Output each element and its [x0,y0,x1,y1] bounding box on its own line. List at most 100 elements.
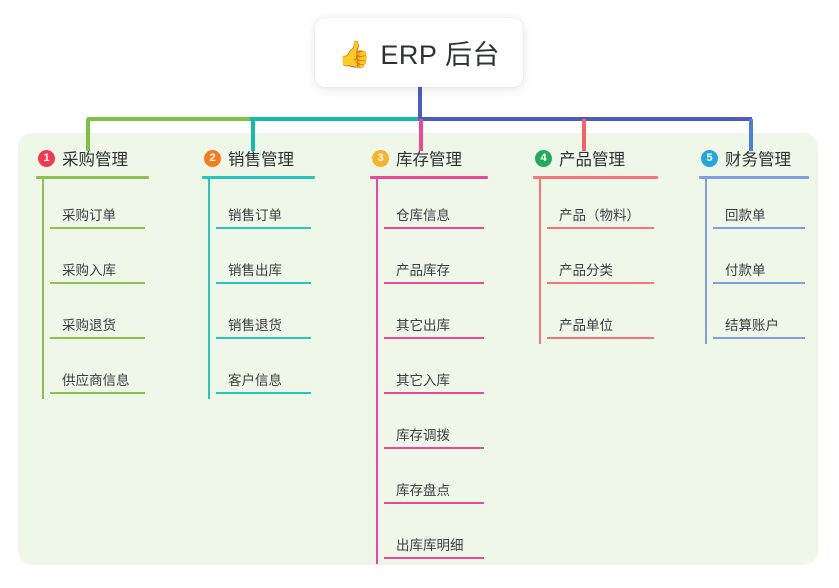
leaf-item-underline [547,227,654,229]
leaf-item-underline [547,282,654,284]
leaf-item-label: 其它出库 [396,318,450,333]
branch-title-4: 产品管理 [559,151,625,169]
leaf-item[interactable]: 销售退货 [216,289,315,344]
leaf-item-label: 采购退货 [62,318,116,333]
leaf-item[interactable]: 销售出库 [216,234,315,289]
branch-stub-2 [251,119,255,151]
branch-leaf-list-4: 产品（物料） 产品分类产品单位 [533,179,658,344]
bar-segment-green [87,117,252,121]
root-stem-connector [418,87,422,120]
branch-spine-4 [539,179,541,344]
leaf-item-label: 库存调拨 [396,428,450,443]
branch-badge-1: 1 [38,149,55,167]
leaf-item-underline [216,282,311,284]
leaf-item[interactable]: 其它出库 [384,289,488,344]
leaf-item[interactable]: 客户信息 [216,344,315,399]
leaf-item[interactable]: 结算账户 [713,289,809,344]
branch-spine-3 [376,179,378,564]
leaf-item-underline [384,502,484,504]
leaf-item[interactable]: 采购订单 [50,179,149,234]
branch-header-1[interactable]: 1 采购管理 [36,146,149,170]
diagram-background-panel [18,133,818,565]
leaf-item-label: 供应商信息 [62,373,130,388]
branch-underline-1 [36,176,149,179]
leaf-item-underline [384,337,484,339]
leaf-item-label: 销售退货 [228,318,282,333]
branch-stub-1 [86,119,90,151]
leaf-item-label: 仓库信息 [396,208,450,223]
leaf-item-label: 结算账户 [725,318,779,333]
leaf-item[interactable]: 产品分类 [547,234,658,289]
leaf-item-underline [384,227,484,229]
leaf-item[interactable]: 出库库明细 [384,509,488,564]
branch-column-1: 1 采购管理采购订单采购入库采购退货供应商信息 [36,146,149,399]
leaf-item[interactable]: 库存盘点 [384,454,488,509]
root-node[interactable]: 👍 ERP 后台 [315,18,523,87]
branch-column-3: 3 库存管理仓库信息产品库存其它出库其它入库库存调拨库存盘点出库库明细 [370,146,488,564]
leaf-item[interactable]: 供应商信息 [50,344,149,399]
branch-leaf-list-1: 采购订单采购入库采购退货供应商信息 [36,179,149,399]
leaf-item[interactable]: 回款单 [713,179,809,234]
branch-leaf-list-3: 仓库信息产品库存其它出库其它入库库存调拨库存盘点出库库明细 [370,179,488,564]
branch-leaf-list-2: 销售订单销售出库销售退货客户信息 [202,179,315,399]
leaf-item-underline [547,337,654,339]
thumbs-up-icon: 👍 [338,38,371,69]
branch-spine-1 [42,179,44,399]
leaf-item[interactable]: 付款单 [713,234,809,289]
branch-title-1: 采购管理 [62,151,128,169]
branch-leaf-list-5: 回款单付款单结算账户 [699,179,809,344]
leaf-item-label: 出库库明细 [396,538,464,553]
branch-stub-3 [419,119,423,151]
branch-title-3: 库存管理 [396,151,462,169]
branch-badge-5: 5 [701,149,718,167]
leaf-item-label: 客户信息 [228,373,282,388]
leaf-item-label: 采购订单 [62,208,116,223]
leaf-item-label: 销售订单 [228,208,282,223]
leaf-item-label: 产品分类 [559,263,613,278]
leaf-item-underline [216,337,311,339]
branch-badge-3: 3 [372,149,389,167]
branch-underline-5 [699,176,809,179]
leaf-item[interactable]: 其它入库 [384,344,488,399]
branch-stub-4 [582,119,586,151]
leaf-item-label: 其它入库 [396,373,450,388]
leaf-item-underline [384,557,484,559]
branch-underline-4 [533,176,658,179]
leaf-item-label: 产品（物料） [559,208,640,223]
branch-badge-2: 2 [204,149,221,167]
leaf-item-label: 付款单 [725,263,766,278]
leaf-item-underline [50,282,145,284]
branch-badge-4: 4 [535,149,552,167]
branch-header-4[interactable]: 4 产品管理 [533,146,658,170]
leaf-item-label: 采购入库 [62,263,116,278]
leaf-item[interactable]: 采购退货 [50,289,149,344]
root-node-title: ERP 后台 [380,40,500,70]
leaf-item[interactable]: 产品单位 [547,289,658,344]
leaf-item[interactable]: 产品（物料） [547,179,658,234]
leaf-item[interactable]: 产品库存 [384,234,488,289]
branch-header-3[interactable]: 3 库存管理 [370,146,488,170]
leaf-item[interactable]: 采购入库 [50,234,149,289]
branch-spine-2 [208,179,210,399]
leaf-item-label: 销售出库 [228,263,282,278]
leaf-item[interactable]: 仓库信息 [384,179,488,234]
branch-underline-2 [202,176,315,179]
leaf-item[interactable]: 销售订单 [216,179,315,234]
branch-underline-3 [370,176,488,179]
leaf-item-underline [384,282,484,284]
leaf-item-underline [384,392,484,394]
branch-column-4: 4 产品管理产品（物料） 产品分类产品单位 [533,146,658,344]
leaf-item-underline [713,337,805,339]
leaf-item[interactable]: 库存调拨 [384,399,488,454]
leaf-item-label: 产品单位 [559,318,613,333]
leaf-item-underline [713,282,805,284]
branch-stub-5 [749,119,753,151]
leaf-item-underline [50,227,145,229]
leaf-item-underline [50,337,145,339]
leaf-item-underline [384,447,484,449]
leaf-item-underline [713,227,805,229]
